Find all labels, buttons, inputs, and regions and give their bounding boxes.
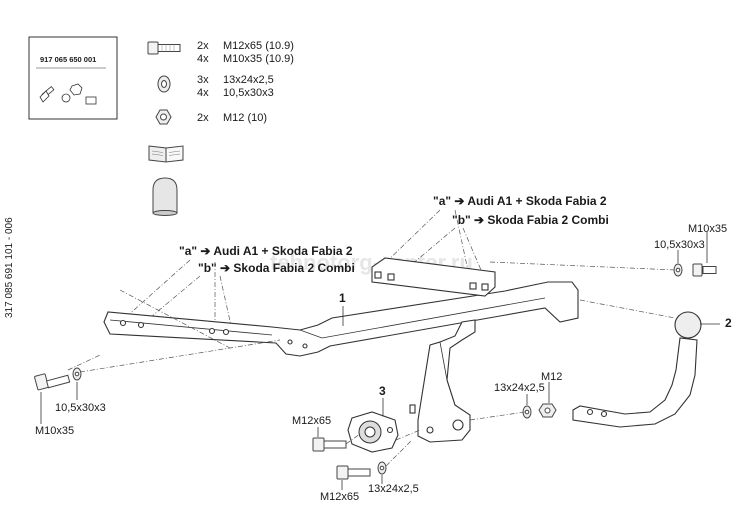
parts-qty-5: 2x: [197, 112, 209, 124]
callout-part-3: 3: [379, 384, 386, 398]
variant-right-b: "b" ➔ Skoda Fabia 2 Combi: [452, 213, 609, 227]
label-nut: M12: [541, 371, 562, 383]
parts-spec-4: 10,5x30x3: [223, 87, 274, 99]
right-bolt-group: [489, 232, 717, 277]
callout-part-2: 2: [725, 316, 732, 330]
guide-lines: [119, 289, 676, 441]
kit-book-icon: [85, 96, 97, 105]
mounting-plate: [347, 411, 399, 453]
ball-cap-icon: [152, 177, 178, 216]
parts-qty-2: 4x: [197, 53, 209, 65]
central-bracket: [409, 319, 476, 443]
left-bolt-group: [34, 339, 281, 424]
kit-box: 917 065 650 001: [28, 36, 118, 120]
kit-nut-icon: [69, 83, 83, 96]
parts-list: 2x M12x65 (10.9) 4x M10x35 (10.9) 3x 13x…: [197, 40, 294, 124]
center-bolt-bottom: [336, 439, 413, 490]
label-left-washer: 10,5x30x3: [55, 402, 106, 414]
parts-qty-4: 4x: [197, 87, 209, 99]
side-code: 317 085 691 101 - 006: [4, 217, 15, 318]
label-right-washer: 10,5x30x3: [654, 239, 705, 251]
kit-washer-icon: [61, 93, 71, 103]
label-center-bolt-bottom: M12x65: [320, 491, 359, 503]
bolt-icon: [147, 41, 181, 55]
kit-bolt-icon: [39, 86, 55, 103]
washer-icon: [157, 75, 171, 93]
label-center-washer: 13x24x2,5: [368, 483, 419, 495]
label-center-bolt-top: M12x65: [292, 415, 331, 427]
variant-left-a: "a" ➔ Audi A1 + Skoda Fabia 2: [179, 244, 353, 258]
label-left-bolt: M10x35: [35, 425, 74, 437]
variant-left-b: "b" ➔ Skoda Fabia 2 Combi: [198, 261, 355, 275]
callout-part-1: 1: [339, 291, 346, 305]
parts-spec-5: M12 (10): [223, 112, 267, 124]
nut-icon: [155, 109, 172, 125]
crossbar: [103, 281, 579, 357]
parts-qty-3: 3x: [197, 74, 209, 86]
parts-qty-1: 2x: [197, 40, 209, 52]
center-bolt-top: [312, 427, 361, 452]
label-nut-washer: 13x24x2,5: [494, 382, 545, 394]
book-icon: [148, 145, 184, 163]
parts-spec-2: M10x35 (10.9): [223, 53, 294, 65]
right-bracket: [371, 257, 496, 297]
parts-spec-3: 13x24x2,5: [223, 74, 274, 86]
nut-washer-group: [469, 382, 557, 421]
kit-part-number: 917 065 650 001: [40, 55, 96, 64]
ball-coupling: [572, 311, 702, 428]
parts-spec-1: M12x65 (10.9): [223, 40, 294, 52]
variant-right-a: "a" ➔ Audi A1 + Skoda Fabia 2: [433, 194, 607, 208]
label-right-bolt: M10x35: [688, 223, 727, 235]
